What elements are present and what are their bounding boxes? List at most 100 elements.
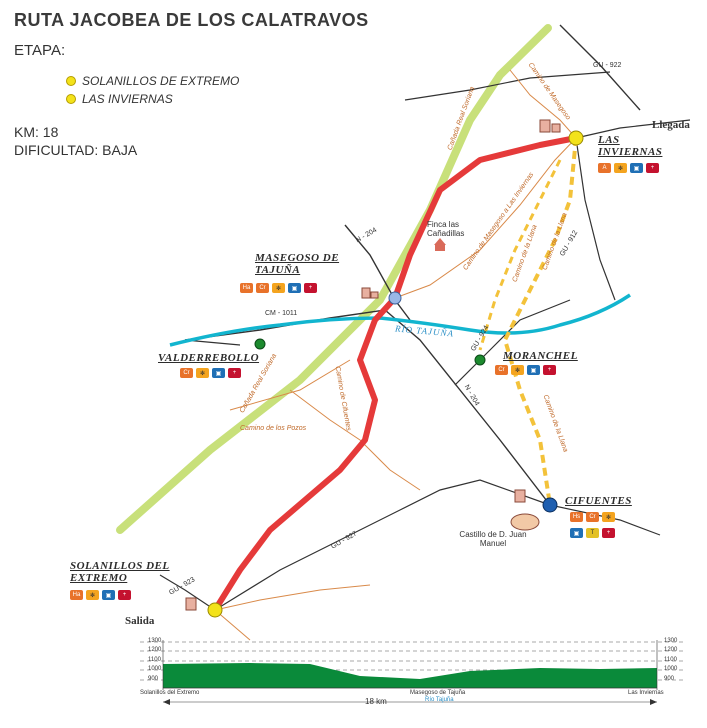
km-info: KM: 18 (14, 124, 59, 140)
legend-item-start: SOLANILLOS DE EXTREMO (66, 74, 239, 88)
alt-label: 1300 (148, 638, 162, 644)
marker-valderrebollo (254, 338, 266, 350)
bus-icon: ▣ (288, 283, 301, 293)
llegada-label: Llegada (652, 119, 690, 131)
services-valderrebollo: Cr✻▣+ (180, 368, 241, 378)
canada-real-path (116, 24, 552, 534)
marker-moranchel (474, 354, 486, 366)
services-las-inviernas: A✻▣+ (598, 163, 659, 173)
road-label: CM - 1011 (265, 310, 298, 317)
profile-town-mid: Masegoso de Tajuña (410, 690, 466, 696)
marker-las-inviernas (568, 130, 584, 146)
church-icon (361, 287, 379, 299)
hostel-icon: Hs (570, 512, 583, 522)
path-west (289, 389, 421, 491)
taxi-icon: T (586, 528, 599, 538)
alt-label: 1200 (664, 647, 678, 653)
path-solanillos-south (214, 609, 251, 641)
main-route (212, 135, 577, 612)
path-label: Camino de los Pozos (240, 425, 307, 432)
alt-route-llana (502, 137, 578, 506)
legend-label-end: LAS INVIERNAS (82, 92, 173, 106)
path-camino-masegoso (509, 69, 577, 139)
marker-masegoso (388, 291, 402, 305)
church-icon (514, 489, 526, 503)
restaurant-icon: ✻ (614, 163, 627, 173)
river-tajuna (169, 293, 631, 347)
church-icon (539, 119, 561, 133)
legend-item-end: LAS INVIERNAS (66, 92, 173, 106)
road-gu924 (454, 299, 571, 386)
town-masegoso: MASEGOSO DE TAJUÑA (255, 252, 340, 276)
castle-icon (510, 513, 540, 531)
hostel-icon: Ha (70, 590, 83, 600)
page-title: RUTA JACOBEA DE LOS CALATRAVOS (14, 10, 369, 30)
road-gu912 (575, 137, 616, 301)
finca-label: Finca las Cañadillas (427, 220, 465, 238)
legend-label-start: SOLANILLOS DE EXTREMO (82, 74, 240, 88)
restaurant-icon: ✻ (272, 283, 285, 293)
road-n204-south (384, 309, 551, 506)
bus-icon: ▣ (212, 368, 225, 378)
bus-icon: ▣ (630, 163, 643, 173)
medical-icon: + (543, 365, 556, 375)
road-gu922 (404, 71, 611, 101)
medical-icon: + (602, 528, 615, 538)
difficulty-info: DIFICULTAD: BAJA (14, 142, 138, 158)
restaurant-icon: ✻ (602, 512, 615, 522)
restaurant-icon: ✻ (196, 368, 209, 378)
salida-label: Salida (125, 615, 155, 627)
town-solanillos: SOLANILLOS DEL EXTREMO (70, 560, 170, 584)
alt-label: 1100 (148, 657, 161, 663)
town-cifuentes: CIFUENTES (565, 495, 632, 507)
alt-label: 900 (148, 676, 159, 682)
rural-house-icon: Cr (180, 368, 193, 378)
alt-route-masegoso (478, 159, 562, 351)
restaurant-icon: ✻ (86, 590, 99, 600)
hostel-icon: Ha (240, 283, 253, 293)
rural-house-icon: Cr (586, 512, 599, 522)
yellow-dot-icon (66, 76, 76, 86)
services-moranchel: Cr✻▣+ (495, 365, 556, 375)
profile-town-end: Las Inviernas (628, 690, 664, 696)
bus-icon: ▣ (102, 590, 115, 600)
bus-icon: ▣ (570, 528, 583, 538)
house-icon (434, 238, 446, 251)
yellow-dot-icon (66, 94, 76, 104)
road-n204-north (344, 224, 411, 321)
services-solanillos: Ha✻▣+ (70, 590, 131, 600)
town-las-inviernas: LAS INVIERNAS (598, 134, 663, 158)
church-icon (185, 597, 197, 611)
alt-label: 1000 (664, 666, 678, 672)
town-moranchel: MORANCHEL (503, 350, 578, 362)
castillo-label: Castillo de D. Juan Manuel (459, 530, 527, 548)
path-solanillos-east (214, 584, 371, 611)
rural-house-icon: Cr (495, 365, 508, 375)
alt-label: 1200 (148, 647, 162, 653)
alt-label: 1300 (664, 638, 678, 644)
road-cifuentes-east (549, 504, 661, 536)
medical-icon: + (228, 368, 241, 378)
path-camino-pozos (229, 359, 351, 411)
restaurant-icon: ✻ (511, 365, 524, 375)
services-cifuentes-2: ▣T+ (570, 528, 615, 538)
profile-river-label: Río Tajuña (425, 697, 454, 703)
marker-cifuentes (542, 497, 558, 513)
path-masegoso-inviernas (394, 137, 577, 299)
alt-label: 1000 (148, 666, 162, 672)
medical-icon: + (304, 283, 317, 293)
road-gu922-north (559, 24, 641, 111)
etapa-label: ETAPA: (14, 42, 66, 59)
hostel-icon: A (598, 163, 611, 173)
distance-label: 18 km (365, 697, 387, 706)
profile-town-start: Solanillos del Extremo (140, 690, 200, 696)
medical-icon: + (646, 163, 659, 173)
road-llegada (575, 119, 691, 139)
rural-house-icon: Cr (256, 283, 269, 293)
town-valderrebollo: VALDERREBOLLO (158, 352, 260, 364)
marker-solanillos (207, 602, 223, 618)
